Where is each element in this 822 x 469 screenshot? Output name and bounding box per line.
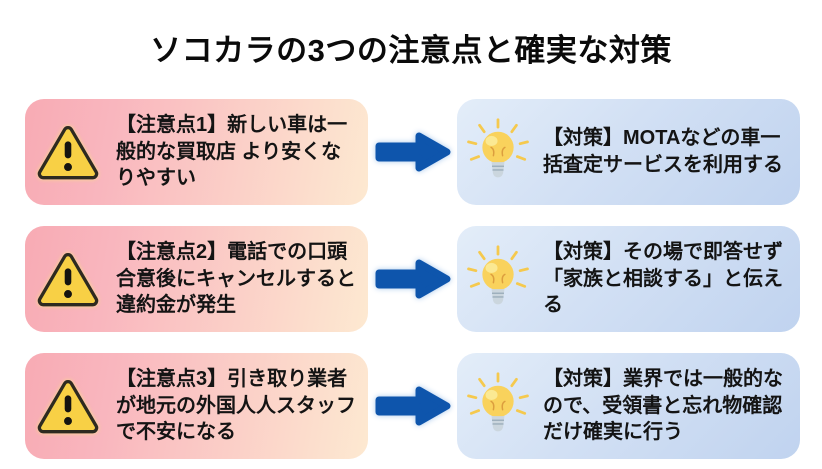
connector-1 <box>368 128 457 176</box>
lightbulb-icon <box>463 244 533 314</box>
problem-text-1: 【注意点1】新しい車は一般的な買取店 より安くなりやすい <box>116 114 348 190</box>
connector-3 <box>368 382 457 430</box>
warning-triangle-icon <box>37 378 99 435</box>
solution-text-2: 【対策】その場で即答せず「家族と相談する」と伝える <box>543 241 783 317</box>
row-1: 【注意点1】新しい車は一般的な買取店 より安くなりやすい <box>0 99 822 205</box>
row-3: 【注意点3】引き取り業者が地元の外国人人スタッフで不安になる <box>0 353 822 459</box>
rows-container: 【注意点1】新しい車は一般的な買取店 より安くなりやすい <box>0 99 822 459</box>
problem-box-1: 【注意点1】新しい車は一般的な買取店 より安くなりやすい <box>25 99 368 205</box>
problem-text-2: 【注意点2】電話での口頭合意後にキャンセルすると違約金が発生 <box>116 241 356 317</box>
warning-triangle-icon <box>37 251 99 308</box>
right-arrow-icon <box>375 259 450 299</box>
solution-box-2: 【対策】その場で即答せず「家族と相談する」と伝える <box>457 226 800 332</box>
solution-text-1: 【対策】MOTAなどの車一括査定サービスを利用する <box>543 127 783 176</box>
problem-text-3: 【注意点3】引き取り業者が地元の外国人人スタッフで不安になる <box>116 368 356 444</box>
warning-triangle-icon <box>37 124 99 181</box>
connector-2 <box>368 255 457 303</box>
solution-box-3: 【対策】業界では一般的なので、受領書と忘れ物確認だけ確実に行う <box>457 353 800 459</box>
lightbulb-icon <box>463 371 533 441</box>
solution-box-1: 【対策】MOTAなどの車一括査定サービスを利用する <box>457 99 800 205</box>
right-arrow-icon <box>375 386 450 426</box>
solution-text-3: 【対策】業界では一般的なので、受領書と忘れ物確認だけ確実に行う <box>543 368 783 444</box>
problem-box-2: 【注意点2】電話での口頭合意後にキャンセルすると違約金が発生 <box>25 226 368 332</box>
lightbulb-icon <box>463 117 533 187</box>
problem-box-3: 【注意点3】引き取り業者が地元の外国人人スタッフで不安になる <box>25 353 368 459</box>
page-title: ソコカラの3つの注意点と確実な対策 <box>150 33 672 68</box>
row-2: 【注意点2】電話での口頭合意後にキャンセルすると違約金が発生 <box>0 226 822 332</box>
right-arrow-icon <box>375 132 450 172</box>
